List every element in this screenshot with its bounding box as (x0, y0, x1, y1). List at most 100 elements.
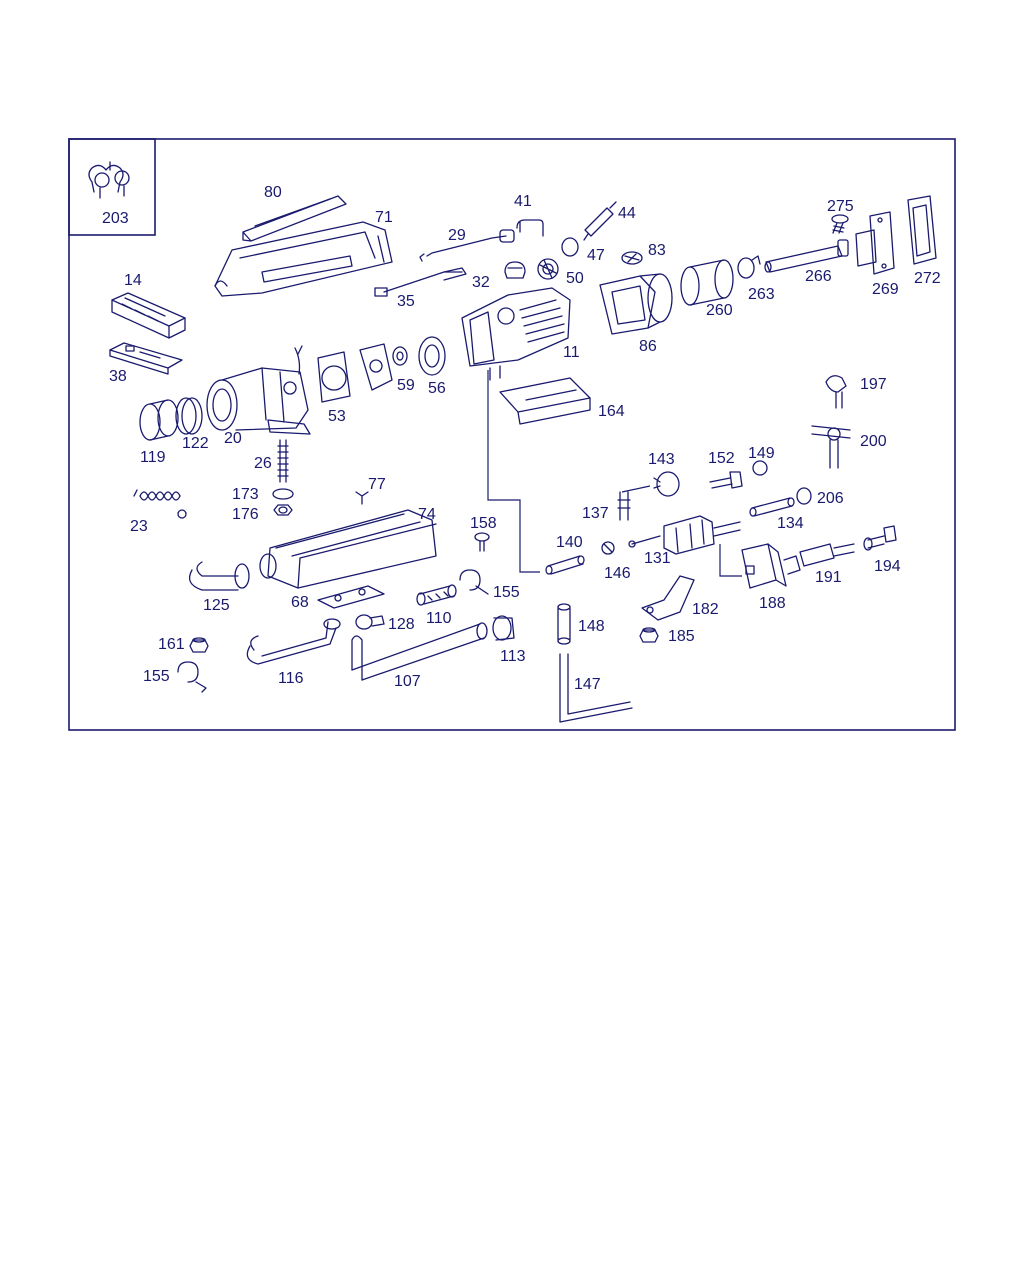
part-200-connector (811, 425, 851, 469)
part-20-blower (206, 345, 311, 435)
part-80-cover (242, 195, 347, 242)
callout-266: 266 (805, 268, 832, 285)
part-56-ring (418, 336, 446, 376)
callout-275: 275 (827, 198, 854, 215)
callout-119: 119 (140, 449, 166, 466)
part-260-cylinder (680, 259, 734, 306)
part-32 (504, 261, 526, 279)
part-140-tube (545, 555, 585, 575)
part-263-clamp (737, 255, 761, 279)
callout-41: 41 (514, 193, 532, 210)
callout-263: 263 (748, 286, 775, 303)
part-185-nut (639, 627, 659, 643)
callout-148: 148 (578, 618, 605, 635)
callout-125: 125 (203, 597, 230, 614)
inset-box (68, 138, 156, 236)
callout-20: 20 (224, 430, 242, 447)
part-125-hose (188, 561, 250, 591)
diagram-frame (68, 138, 956, 731)
part-272-gasket (907, 195, 937, 265)
part-113-clamp (492, 615, 515, 641)
callout-32: 32 (472, 274, 490, 291)
callout-83: 83 (648, 242, 666, 259)
part-146-clip (601, 541, 615, 555)
callout-152: 152 (708, 450, 735, 467)
part-14-control-unit (111, 292, 186, 339)
part-176-nut (273, 504, 293, 516)
part-266-rod (764, 239, 849, 273)
callout-29: 29 (448, 227, 466, 244)
callout-50: 50 (566, 270, 584, 287)
callout-173: 173 (232, 486, 259, 503)
callout-86: 86 (639, 338, 657, 355)
part-275-screw (831, 214, 849, 234)
callout-147: 147 (574, 676, 601, 693)
part-35-lead (374, 267, 467, 297)
callout-158: 158 (470, 515, 497, 532)
part-68-gasket (317, 585, 385, 609)
callout-53: 53 (328, 408, 346, 425)
part-50 (537, 258, 559, 280)
callout-182: 182 (692, 601, 719, 618)
callout-59: 59 (397, 377, 415, 394)
part-59-washer (392, 346, 408, 366)
callout-77: 77 (368, 476, 386, 493)
callout-188: 188 (759, 595, 786, 612)
callout-191: 191 (815, 569, 842, 586)
part-161-nut (189, 637, 209, 653)
callout-44: 44 (618, 205, 636, 222)
part-182-bracket (641, 575, 695, 621)
part-191-plug (799, 543, 855, 567)
callout-134: 134 (777, 515, 804, 532)
callout-269: 269 (872, 281, 899, 298)
callout-128: 128 (388, 616, 415, 633)
part-47-oring (561, 237, 579, 257)
part-disc (359, 343, 393, 391)
part-147-rod (559, 653, 633, 723)
part-269-flange (855, 211, 895, 275)
callout-35: 35 (397, 293, 415, 310)
part-143-clamp (653, 471, 680, 497)
callout-155a: 155 (493, 584, 520, 601)
part-38-board (109, 342, 183, 375)
part-194-connector (863, 525, 897, 551)
part-206-clamp (796, 487, 812, 505)
callout-161: 161 (158, 636, 185, 653)
callout-164: 164 (598, 403, 625, 420)
part-197-valve (825, 375, 847, 409)
part-152-screw (709, 471, 743, 489)
part-83 (621, 251, 643, 265)
callout-272: 272 (914, 270, 941, 287)
callout-122: 122 (182, 435, 209, 452)
part-29-lead (419, 229, 515, 262)
part-41-clip (516, 219, 544, 237)
callout-197: 197 (860, 376, 887, 393)
part-53-gasket (317, 351, 351, 403)
callout-56: 56 (428, 380, 446, 397)
part-119-filter (139, 399, 179, 441)
part-148-tube (557, 603, 571, 645)
part-128-clamp (355, 614, 385, 630)
part-23-spring (133, 489, 187, 519)
callout-140: 140 (556, 534, 583, 551)
callout-74: 74 (418, 506, 436, 523)
part-107-pipe (351, 622, 488, 681)
part-137-nipple (617, 491, 631, 521)
callout-155b: 155 (143, 668, 170, 685)
callout-206: 206 (817, 490, 844, 507)
callout-14: 14 (124, 272, 142, 289)
callout-185: 185 (668, 628, 695, 645)
callout-38: 38 (109, 368, 127, 385)
part-11-heater-block (461, 287, 571, 381)
lead-lines (487, 370, 742, 577)
callout-26: 26 (254, 455, 272, 472)
callout-107: 107 (394, 673, 421, 690)
part-110-pipe (416, 584, 457, 606)
callout-260: 260 (706, 302, 733, 319)
part-164-bracket (499, 377, 591, 425)
part-134-tube (749, 497, 795, 517)
callout-146: 146 (604, 565, 631, 582)
callout-131: 131 (644, 550, 671, 567)
callout-137: 137 (582, 505, 609, 522)
